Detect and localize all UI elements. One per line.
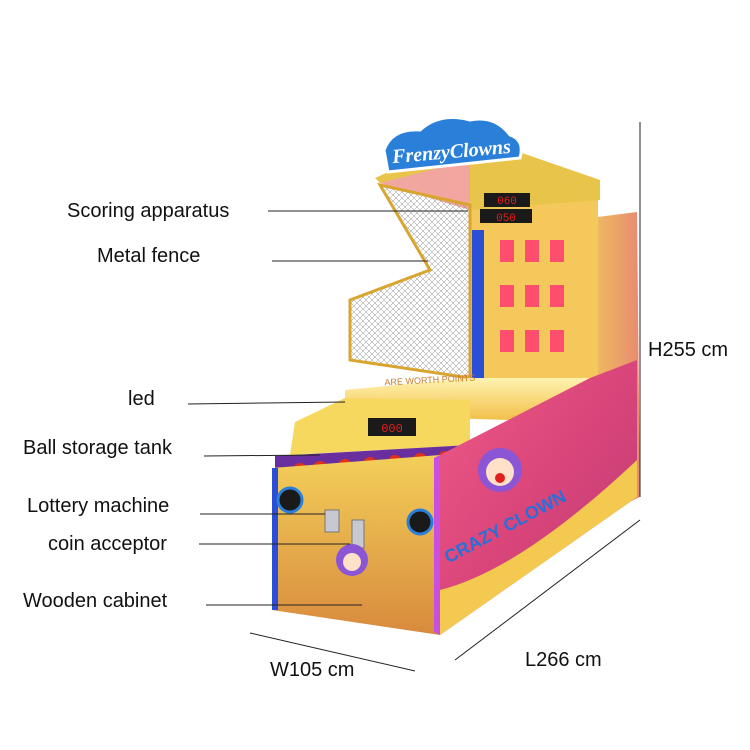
- score-display-top: [484, 193, 530, 207]
- label-wooden-cabinet: Wooden cabinet: [23, 590, 168, 612]
- score-bottom-text: 050: [496, 213, 516, 225]
- score-display-bottom: [480, 209, 532, 223]
- roof-stripes: [380, 160, 470, 210]
- left-speaker-icon: [276, 486, 304, 514]
- dimension-height: H255 cm: [648, 339, 729, 361]
- side-cabinet: [440, 360, 637, 635]
- backboard-lights: [500, 240, 564, 352]
- panel-score-display: [368, 418, 416, 436]
- ramp-text: ARE WORTH POINTS: [384, 373, 475, 388]
- leader-lines: [187, 210, 468, 606]
- metal-fence-panel: [348, 182, 472, 380]
- top-sign: [382, 116, 523, 174]
- backboard-led-strip: [472, 230, 484, 380]
- label-ball-storage-tank: Ball storage tank: [23, 437, 172, 459]
- dimension-length: L266 cm: [525, 649, 602, 671]
- right-speaker-icon: [406, 508, 434, 536]
- label-scoring-apparatus: Scoring apparatus: [67, 200, 230, 222]
- lottery-dispenser: [324, 509, 340, 533]
- label-lottery-machine: Lottery machine: [27, 495, 170, 517]
- label-led: led: [128, 388, 155, 410]
- dimension-width: W105 cm: [270, 659, 355, 681]
- score-top-text: 060: [497, 196, 517, 208]
- dimension-lines: [249, 122, 641, 672]
- coin-acceptor-slot: [351, 519, 365, 549]
- side-cabinet-swoosh: [440, 460, 637, 635]
- label-metal-fence: Metal fence: [97, 245, 201, 267]
- label-coin-acceptor: coin acceptor: [48, 533, 167, 555]
- front-cabinet-edge-led: [272, 468, 278, 610]
- clown-graphic: [478, 448, 522, 492]
- front-cabinet-edge-led-right: [434, 455, 440, 635]
- panel-score-text: 000: [381, 422, 403, 436]
- front-clown-graphic: [336, 544, 368, 576]
